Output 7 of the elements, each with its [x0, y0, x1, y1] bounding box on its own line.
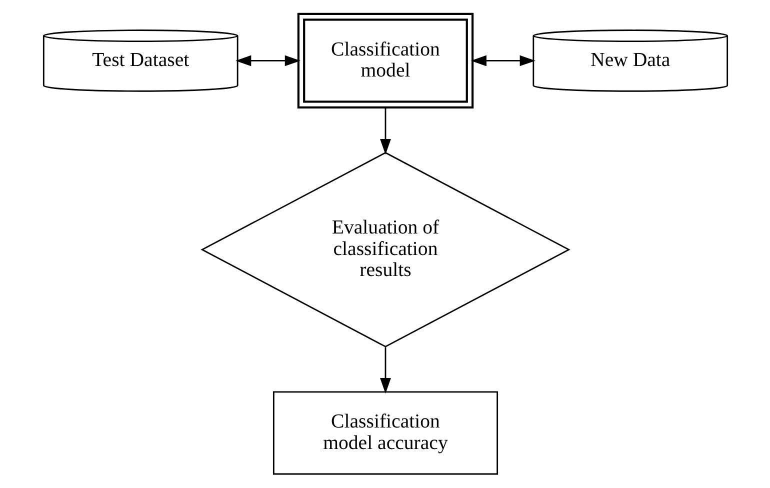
- arrow: [380, 108, 390, 155]
- node-box: Classification model accuracy: [272, 391, 498, 475]
- node-diamond: Evaluation of classification results: [200, 152, 570, 348]
- node-box: Classification model: [296, 12, 474, 108]
- arrow: [235, 55, 300, 66]
- arrow: [380, 347, 390, 394]
- arrow: [470, 55, 535, 66]
